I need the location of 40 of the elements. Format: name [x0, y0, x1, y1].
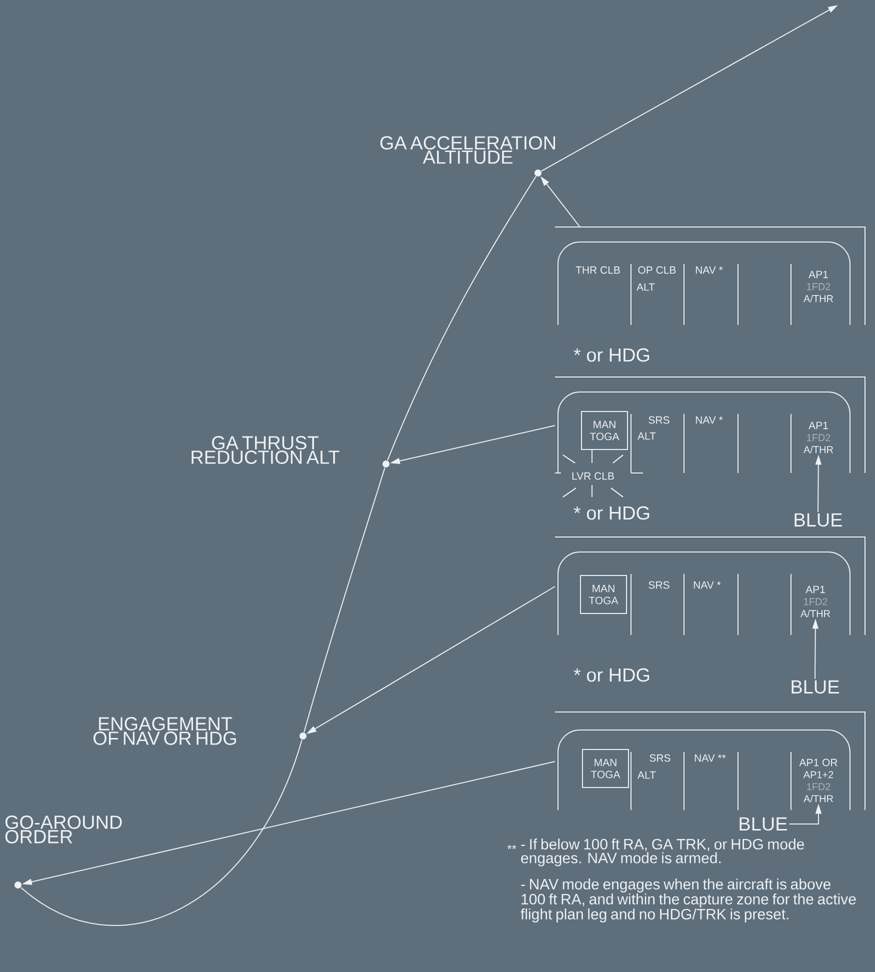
mode-text: SRS — [648, 581, 670, 589]
flight-path-line — [20, 739, 302, 926]
trajectory-point — [14, 882, 22, 888]
status-text: AP1 OR AP1+2 1FD2 A/THR — [799, 758, 838, 802]
status-label: BLUE — [740, 817, 787, 831]
mode-box: MAN TOGA — [581, 411, 628, 450]
mode-option-text: * or HDG — [574, 668, 650, 682]
point-label: GO-AROUND ORDER — [5, 816, 122, 844]
mode-text: NAV * — [696, 416, 723, 424]
mode-text: ALT — [638, 771, 656, 779]
note-text: - NAV mode engages when the aircraft is above 100 ft RA, and within the capture zone for the active flight plan leg and no HDG/TRK is preset. — [520, 878, 856, 922]
status-text: AP1 1FD2 A/THR — [804, 422, 834, 454]
trajectory-point — [300, 732, 306, 740]
mode-text: ALT — [636, 283, 655, 291]
point-label: ENGAGEMENT OF NAV OR HDG — [94, 717, 236, 745]
mode-text: THR CLB — [576, 266, 620, 274]
mode-text: SRS — [650, 754, 670, 762]
mode-text: NAV * — [694, 581, 721, 589]
mode-box: MAN TOGA — [580, 575, 627, 614]
trajectory-point — [534, 170, 542, 176]
point-label: GA THRUST REDUCTION ALT — [192, 436, 340, 464]
mode-text: SRS — [648, 416, 670, 424]
mode-option-text: * or HDG — [574, 348, 650, 362]
status-label: BLUE — [794, 513, 842, 527]
mode-text: NAV * — [696, 266, 723, 274]
point-label: GA ACCELERATION ALTITUDE — [380, 136, 556, 164]
mode-text: NAV ** — [694, 754, 726, 762]
status-text: AP1 1FD2 A/THR — [800, 586, 830, 618]
mode-text: ALT — [638, 432, 656, 440]
flight-path-line — [387, 176, 536, 461]
mode-option-text: * or HDG — [574, 506, 650, 520]
mode-text: LVR CLB — [572, 472, 614, 480]
note-text: - If below 100 ft RA, GA TRK, or HDG mode engages. NAV mode is armed. — [521, 838, 804, 866]
status-text: AP1 1FD2 A/THR — [804, 270, 834, 302]
mode-text: OP CLB — [638, 266, 676, 274]
status-label: BLUE — [792, 680, 839, 694]
trajectory-point — [382, 460, 390, 468]
mode-box: MAN TOGA — [582, 749, 629, 788]
footnote-mark: ** — [507, 844, 516, 850]
flight-path-line — [304, 467, 386, 733]
